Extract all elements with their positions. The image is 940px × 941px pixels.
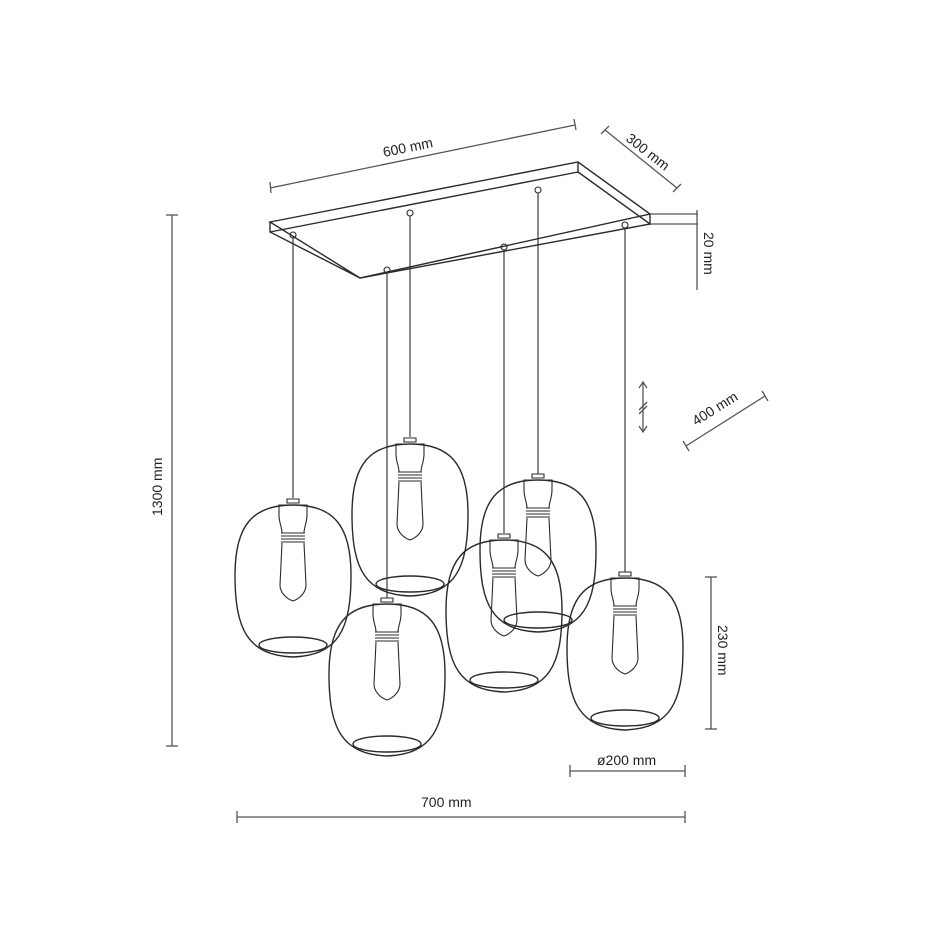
pendant-6 [566, 571, 684, 731]
dimension-canopy-height: 20 mm [650, 210, 717, 290]
svg-text:230 mm: 230 mm [715, 625, 731, 676]
canopy [268, 161, 652, 279]
dimension-shade-height: 230 mm [705, 576, 731, 730]
dimension-total-width: 700 mm [236, 794, 686, 823]
dimension-total-height: 1300 mm [149, 214, 178, 747]
dimension-cable-adjust: 400 mm [682, 388, 769, 452]
svg-text:400 mm: 400 mm [689, 388, 740, 428]
svg-text:20 mm: 20 mm [701, 232, 717, 275]
pendant-5 [328, 597, 446, 757]
svg-text:300 mm: 300 mm [623, 130, 673, 174]
dimension-canopy-width: 300 mm [600, 125, 682, 193]
pendant-1 [234, 498, 352, 658]
svg-text:700 mm: 700 mm [421, 794, 472, 810]
svg-text:ø200 mm: ø200 mm [597, 752, 656, 768]
cables [289, 186, 629, 598]
cable-adjust-arrow-icon [638, 380, 648, 434]
pendant-3 [479, 473, 597, 633]
svg-text:1300 mm: 1300 mm [149, 458, 165, 516]
dimension-shade-diameter: ø200 mm [569, 752, 686, 777]
